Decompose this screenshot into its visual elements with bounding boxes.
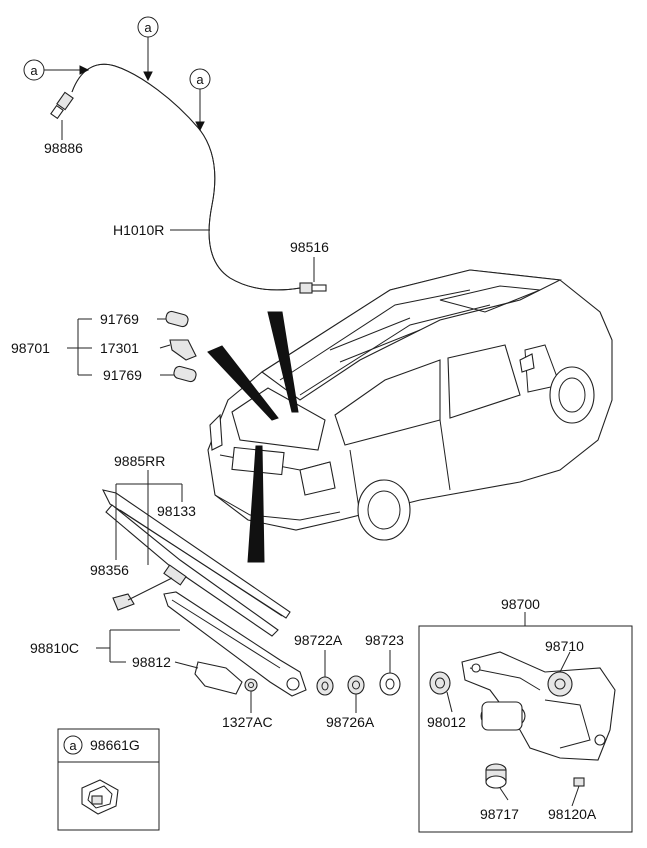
wiper-blade [101,489,291,637]
clip-98356 [112,577,173,611]
label-1327ac: 1327AC [222,714,273,730]
label-91769-top: 91769 [100,311,139,327]
svg-text:a: a [69,738,77,753]
svg-text:a: a [144,20,152,35]
label-9885rr: 9885RR [114,453,165,469]
cap-98812 [174,661,243,695]
label-98012: 98012 [427,714,466,730]
label-98710: 98710 [545,638,584,654]
label-98722a: 98722A [294,632,343,648]
svg-text:a: a [196,72,204,87]
svg-text:a: a [30,63,38,78]
wiper-arm [163,591,307,697]
label-98726a: 98726A [326,714,375,730]
grommet-91769-bottom [160,365,197,383]
grommet-91769-top [157,310,189,328]
washer-98723 [379,650,401,696]
wiper-motor-98710 [461,651,616,761]
legend-box-98661g: a [57,728,160,831]
label-98120a: 98120A [548,806,597,822]
label-98810c: 98810C [30,640,79,656]
grommet-98012 [429,671,453,713]
callout-a-top: a [137,16,159,82]
label-98812: 98812 [132,654,171,670]
cap-98722a [316,650,334,696]
label-98717: 98717 [480,806,519,822]
grommet-17301 [159,339,197,361]
nut-98726a [347,675,365,713]
nut-1327ac [244,678,258,713]
pointer-wedges [207,311,299,563]
washer-hose [71,63,301,291]
label-98886: 98886 [44,140,83,156]
label-h1010r: H1010R [113,222,164,238]
bolt-98120a [571,777,585,807]
label-91769-bottom: 91769 [103,367,142,383]
label-98133: 98133 [157,503,196,519]
label-98356: 98356 [90,562,129,578]
label-98701: 98701 [11,340,50,356]
label-98661g: 98661G [90,737,140,753]
bracket-98701 [67,318,92,376]
vehicle-illustration [207,269,613,541]
label-98723: 98723 [365,632,404,648]
bracket-9885rr [115,470,183,565]
grommet-98717 [485,763,509,801]
nozzle-98516 [299,257,327,294]
callout-a-right: a [189,68,211,132]
label-98516: 98516 [290,239,329,255]
connector-98886 [50,91,74,140]
callout-a-left: a [23,59,90,81]
bracket-98810c [96,629,180,663]
label-98700: 98700 [501,596,540,612]
label-17301: 17301 [100,340,139,356]
